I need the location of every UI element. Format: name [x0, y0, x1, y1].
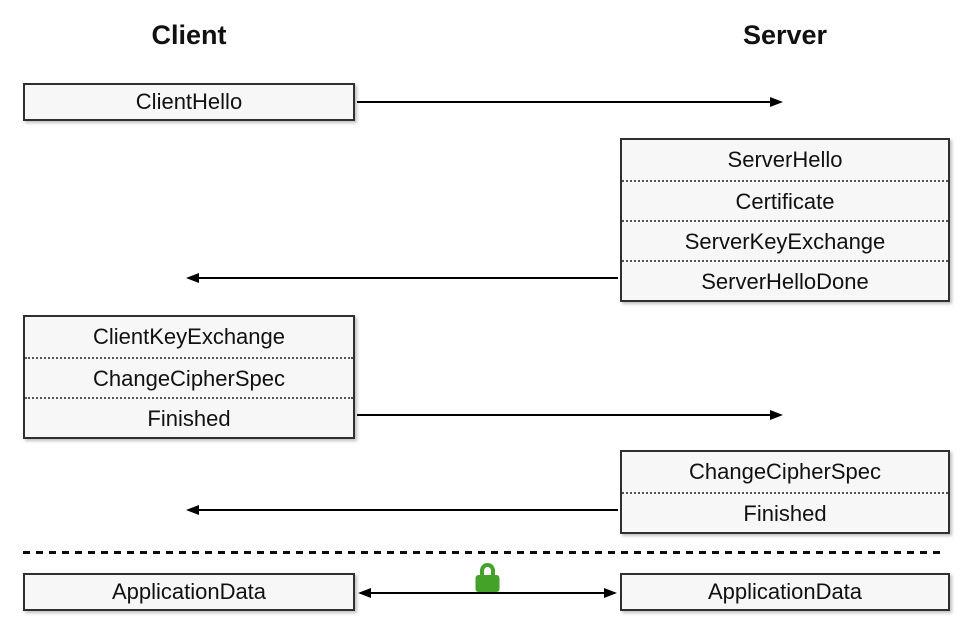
message-change-cipher-spec-client: ChangeCipherSpec [25, 357, 353, 397]
server-application-data-box: ApplicationData [620, 573, 950, 611]
arrow-client-hello [357, 97, 783, 107]
client-application-data-box: ApplicationData [23, 573, 355, 611]
arrowhead-right-icon [770, 410, 783, 420]
arrow-shaft [357, 414, 770, 416]
arrowhead-left-icon [186, 273, 199, 283]
message-finished-client: Finished [25, 397, 353, 437]
arrow-server-finished-flight [186, 505, 618, 515]
message-client-hello: ClientHello [135, 89, 243, 114]
message-client-key-exchange: ClientKeyExchange [92, 324, 285, 349]
lock-icon [474, 561, 501, 592]
arrow-server-hello-flight [186, 273, 618, 283]
arrow-application-data [358, 588, 617, 598]
arrowhead-left-icon [358, 588, 371, 598]
handshake-application-divider [23, 551, 945, 554]
message-application-data-client: ApplicationData [111, 579, 267, 604]
message-application-data-server: ApplicationData [707, 579, 863, 604]
arrow-shaft [199, 509, 618, 511]
actor-client-title: Client [151, 20, 227, 50]
message-server-hello: ServerHello [727, 147, 843, 172]
message-change-cipher-spec-server: ChangeCipherSpec [688, 459, 882, 484]
arrow-client-finished-flight [357, 410, 783, 420]
message-finished-server: Finished [622, 492, 948, 532]
arrowhead-left-icon [186, 505, 199, 515]
message-server-key-exchange: ServerKeyExchange [622, 220, 948, 260]
client-key-exchange-flight-box: ClientKeyExchange ChangeCipherSpec Finis… [23, 315, 355, 439]
server-finished-flight-box: ChangeCipherSpec Finished [620, 450, 950, 534]
server-hello-flight-box: ServerHello Certificate ServerKeyExchang… [620, 138, 950, 302]
arrowhead-right-icon [770, 97, 783, 107]
message-certificate: Certificate [622, 180, 948, 220]
arrowhead-right-icon [604, 588, 617, 598]
arrow-shaft [199, 277, 618, 279]
arrow-shaft [357, 101, 770, 103]
arrow-shaft [371, 592, 604, 594]
actor-server-title: Server [742, 20, 828, 50]
message-server-hello-done: ServerHelloDone [622, 260, 948, 300]
client-hello-box: ClientHello [23, 83, 355, 121]
